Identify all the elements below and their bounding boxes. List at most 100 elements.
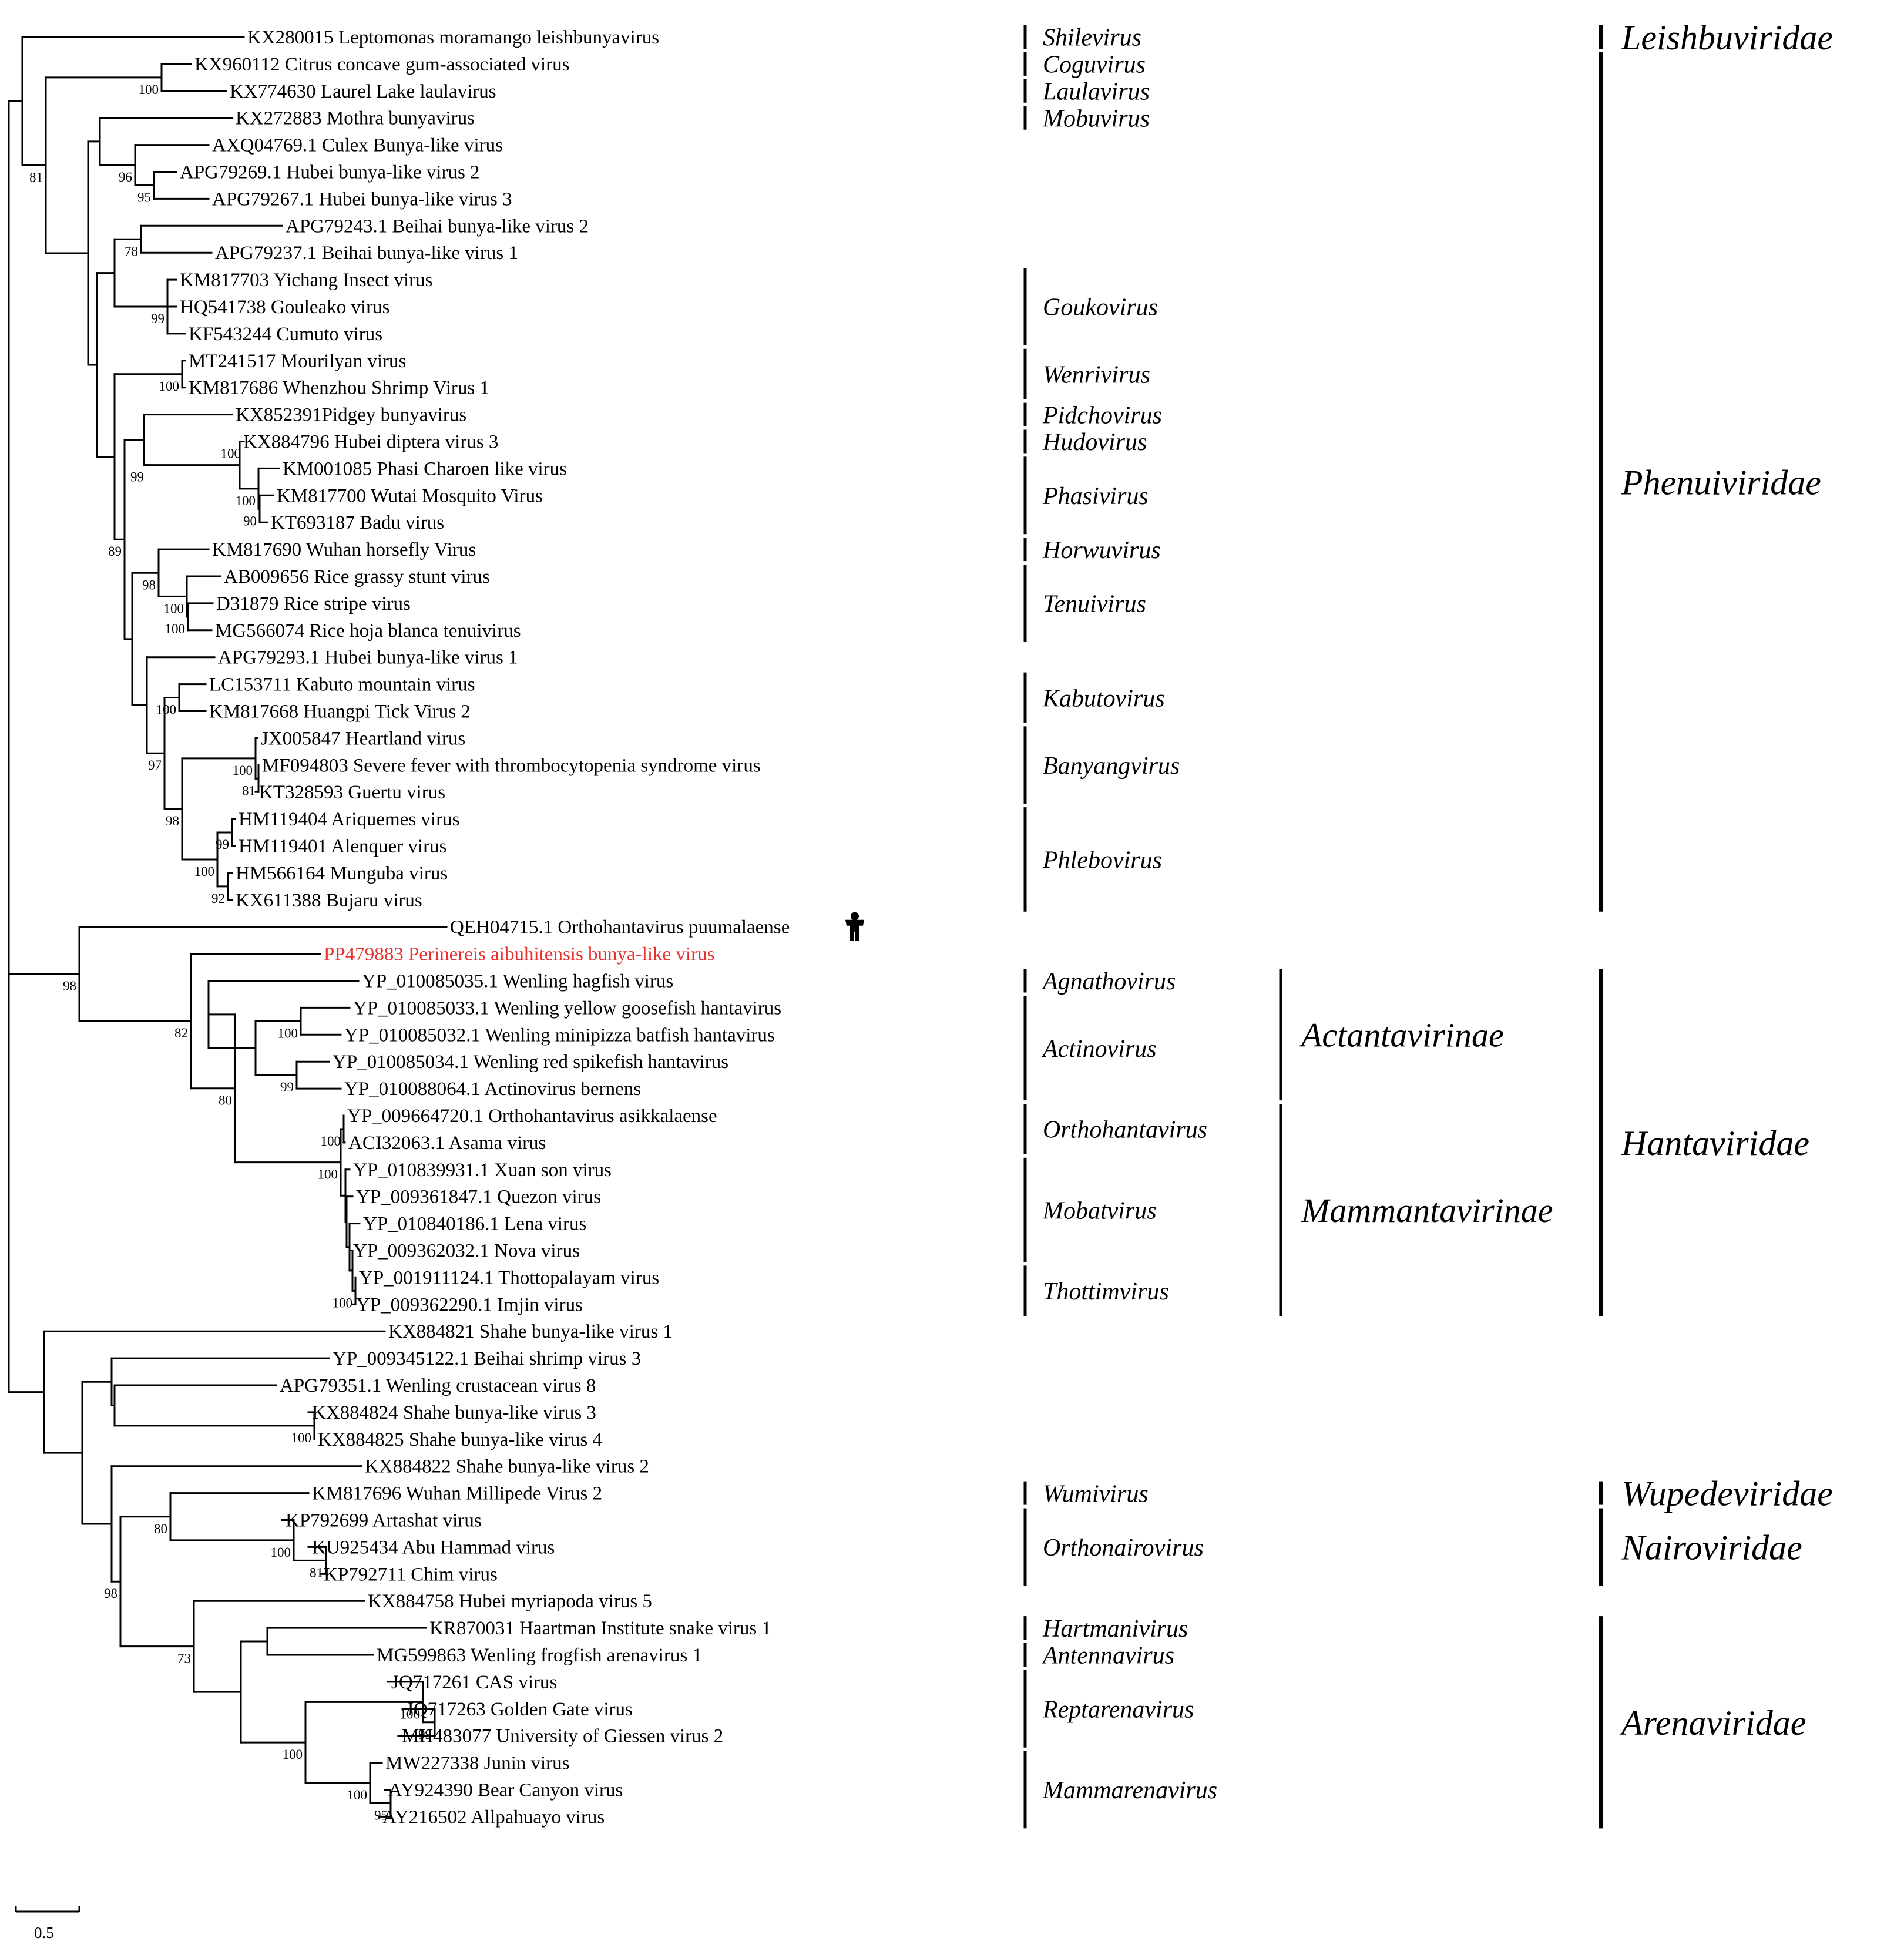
taxon-label: AXQ04769.1 Culex Bunya-like virus <box>212 135 503 156</box>
taxon-label: KX884825 Shahe bunya-like virus 4 <box>318 1429 602 1450</box>
taxon-label: KR870031 Haartman Institute snake virus … <box>429 1618 771 1639</box>
taxon-label: JX005847 Heartland virus <box>261 728 465 749</box>
bootstrap-value: 100 <box>233 763 253 778</box>
family-label: Wupedeviridae <box>1621 1475 1833 1513</box>
taxon-label: YP_010085035.1 Wenling hagfish virus <box>362 971 673 992</box>
subfamily-label: Actantavirinae <box>1299 1016 1504 1054</box>
family-label: Nairoviridae <box>1621 1528 1802 1567</box>
taxon-label: KX774630 Laurel Lake laulavirus <box>230 81 496 102</box>
tree-branches <box>8 36 448 1818</box>
taxon-label: HM119401 Alenquer virus <box>239 836 446 857</box>
human-silhouette-icon <box>845 912 864 941</box>
taxon-label: APG79269.1 Hubei bunya-like virus 2 <box>180 162 480 183</box>
bootstrap-value: 98 <box>63 979 76 993</box>
taxon-label: KU925434 Abu Hammad virus <box>312 1537 555 1558</box>
taxon-label: ACI32063.1 Asama virus <box>348 1133 546 1154</box>
genus-label: Coguvirus <box>1043 52 1146 79</box>
scale-bar: 0.5 <box>15 1906 80 1942</box>
subfamily-label: Mammantavirinae <box>1301 1191 1553 1230</box>
genus-label: Shilevirus <box>1043 25 1141 52</box>
taxon-label: KX884824 Shahe bunya-like virus 3 <box>312 1402 596 1423</box>
genus-label: Antennavirus <box>1041 1643 1174 1670</box>
taxon-label: KM817690 Wuhan horsefly Virus <box>212 539 476 560</box>
bootstrap-value: 95 <box>374 1808 388 1822</box>
genus-label: Phlebovirus <box>1042 847 1162 874</box>
taxon-label: LC153711 Kabuto mountain virus <box>209 674 475 696</box>
genus-label: Reptarenavirus <box>1042 1697 1194 1724</box>
bootstrap-value: 96 <box>119 170 132 184</box>
bootstrap-value: 100 <box>283 1747 303 1762</box>
family-label: Leishbuviridae <box>1621 18 1833 57</box>
genus-label: Hudovirus <box>1042 429 1147 456</box>
taxon-label: YP_010839931.1 Xuan son virus <box>353 1160 612 1181</box>
taxon-label: KT693187 Badu virus <box>271 512 444 533</box>
taxon-label: KX884822 Shahe bunya-like virus 2 <box>365 1456 649 1477</box>
bootstrap-value: 81 <box>29 170 43 184</box>
bootstrap-value: 78 <box>125 244 138 258</box>
family-label: Arenaviridae <box>1619 1704 1806 1742</box>
genus-label: Mobatvirus <box>1042 1197 1157 1224</box>
family-annotations: LeishbuviridaePhenuiviridaeHantaviridaeW… <box>1599 18 1833 1829</box>
taxon-label: MT241517 Mourilyan virus <box>189 351 406 372</box>
taxon-label: YP_009361847.1 Quezon virus <box>356 1187 601 1208</box>
bootstrap-value: 81 <box>242 783 256 798</box>
highlighted-taxon-label: PP479883 Perinereis aibuhitensis bunya-l… <box>324 944 714 965</box>
taxon-label: MG599863 Wenling frogfish arenavirus 1 <box>377 1645 702 1666</box>
genus-label: Orthonairovirus <box>1043 1534 1204 1561</box>
taxon-label: MF094803 Severe fever with thrombocytope… <box>262 755 761 776</box>
bootstrap-value: 98 <box>142 577 156 592</box>
bootstrap-value: 95 <box>137 190 151 204</box>
genus-label: Hartmanivirus <box>1042 1616 1188 1643</box>
taxon-label: YP_009664720.1 Orthohantavirus asikkalae… <box>347 1106 717 1127</box>
taxon-label: HQ541738 Gouleako virus <box>180 297 389 318</box>
taxon-label: KX960112 Citrus concave gum-associated v… <box>194 54 569 75</box>
taxon-label: KM001085 Phasi Charoen like virus <box>283 458 567 479</box>
taxon-label: MW227338 Junin virus <box>385 1753 570 1774</box>
taxon-label: HM566164 Munguba virus <box>236 863 448 884</box>
bootstrap-value: 100 <box>271 1545 291 1560</box>
taxon-label: YP_010840186.1 Lena virus <box>363 1214 586 1235</box>
bootstrap-value: 99 <box>418 1727 432 1742</box>
taxon-label: KX272883 Mothra bunyavirus <box>236 108 475 129</box>
bootstrap-value: 81 <box>310 1565 323 1580</box>
bootstrap-value: 100 <box>156 703 177 717</box>
taxon-label: D31879 Rice stripe virus <box>216 593 411 614</box>
genus-label: Wumivirus <box>1043 1480 1149 1507</box>
taxon-labels: KX280015 Leptomonas moramango leishbunya… <box>180 27 864 1828</box>
taxon-label: YP_010085032.1 Wenling minipizza batfish… <box>344 1025 775 1046</box>
bootstrap-value: 99 <box>216 837 229 852</box>
bootstrap-value: 100 <box>236 493 256 508</box>
taxon-label: MG566074 Rice hoja blanca tenuivirus <box>215 620 521 642</box>
bootstrap-value: 100 <box>291 1430 312 1445</box>
genus-label: Banyangvirus <box>1043 753 1180 780</box>
scale-bar-label: 0.5 <box>34 1924 54 1942</box>
bootstrap-value: 100 <box>139 82 159 97</box>
bootstrap-value: 90 <box>243 513 257 528</box>
genus-label: Mobuvirus <box>1042 105 1150 132</box>
genus-label: Wenrivirus <box>1043 361 1150 388</box>
taxon-label: YP_009362032.1 Nova virus <box>353 1241 580 1262</box>
taxon-label: APG79351.1 Wenling crustacean virus 8 <box>280 1375 596 1396</box>
taxon-label: AY216502 Allpahuayo virus <box>382 1806 605 1828</box>
bootstrap-value: 92 <box>211 891 225 906</box>
bootstrap-value: 100 <box>400 1707 421 1721</box>
bootstrap-value: 99 <box>151 311 164 326</box>
bootstrap-value: 98 <box>166 814 179 828</box>
bootstrap-value: 100 <box>159 379 180 394</box>
bootstrap-value: 99 <box>280 1080 294 1094</box>
genus-label: Mammarenavirus <box>1042 1777 1217 1804</box>
genus-label: Orthohantavirus <box>1043 1117 1207 1144</box>
bootstrap-value: 100 <box>221 446 241 461</box>
taxon-label: MH483077 University of Giessen virus 2 <box>402 1726 723 1747</box>
taxon-label: YP_010085034.1 Wenling red spikefish han… <box>333 1052 728 1073</box>
taxon-label: KX884821 Shahe bunya-like virus 1 <box>388 1321 673 1342</box>
bootstrap-value: 98 <box>104 1586 117 1601</box>
bootstrap-value: 100 <box>318 1167 338 1182</box>
taxon-label: YP_010085033.1 Wenling yellow goosefish … <box>353 998 781 1019</box>
taxon-label: KP792711 Chim virus <box>324 1564 498 1585</box>
bootstrap-value: 80 <box>154 1522 167 1536</box>
genus-label: Horwuvirus <box>1042 537 1161 564</box>
bootstrap-value: 100 <box>194 864 215 879</box>
